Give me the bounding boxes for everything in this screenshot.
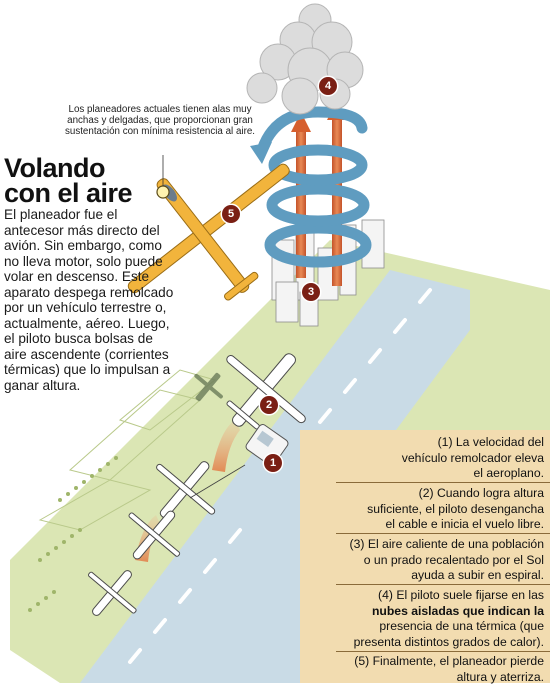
title-line-2: con el aire [4, 181, 132, 206]
step-3-line-2: o un prado recalentado por el Sol [350, 553, 544, 569]
marker-1: 1 [264, 454, 282, 472]
marker-5: 5 [222, 205, 240, 223]
step-3-line-3: ayuda a subir en espiral. [350, 568, 544, 584]
intro-text: El planeador fue el antecesor más direct… [4, 207, 174, 393]
step-4-line-4: presenta distintos grados de calor). [354, 635, 544, 651]
step-divider [336, 533, 550, 534]
step-2-line-3: el cable e inicia el vuelo libre. [367, 517, 544, 533]
step-2-line-2: suficiente, el piloto desengancha [367, 502, 544, 518]
step-3: (3) El aire caliente de una población o … [350, 537, 544, 584]
step-2-line-1: (2) Cuando logra altura [367, 486, 544, 502]
step-1: (1) La velocidad del vehículo remolcador… [402, 435, 544, 482]
step-3-line-1: (3) El aire caliente de una población [350, 537, 544, 553]
marker-3: 3 [302, 283, 320, 301]
step-4-line-3: presencia de una térmica (que [354, 619, 544, 635]
step-2: (2) Cuando logra altura suficiente, el p… [367, 486, 544, 533]
cumulus-cloud [247, 4, 363, 114]
callout-target [157, 186, 169, 198]
step-divider [336, 651, 550, 652]
steps-legend: (1) La velocidad del vehículo remolcador… [300, 430, 550, 683]
marker-4: 4 [319, 77, 337, 95]
page-title: Volando con el aire [4, 156, 132, 206]
step-1-line-1: (1) La velocidad del [402, 435, 544, 451]
step-4-line-2: nubes aisladas que indican la [354, 604, 544, 620]
spiral-arrowhead [250, 142, 272, 164]
step-divider [336, 482, 550, 483]
wing-callout: Los planeadores actuales tienen alas muy… [60, 104, 260, 137]
step-1-line-3: el aeroplano. [402, 466, 544, 482]
step-4-line-1: (4) El piloto suele fijarse en las [354, 588, 544, 604]
step-4: (4) El piloto suele fijarse en las nubes… [354, 588, 544, 650]
marker-2: 2 [260, 396, 278, 414]
step-divider [336, 584, 550, 585]
step-5-line-1: (5) Finalmente, el planeador pierde [354, 654, 544, 670]
step-1-line-2: vehículo remolcador eleva [402, 451, 544, 467]
step-5: (5) Finalmente, el planeador pierde altu… [354, 654, 544, 685]
